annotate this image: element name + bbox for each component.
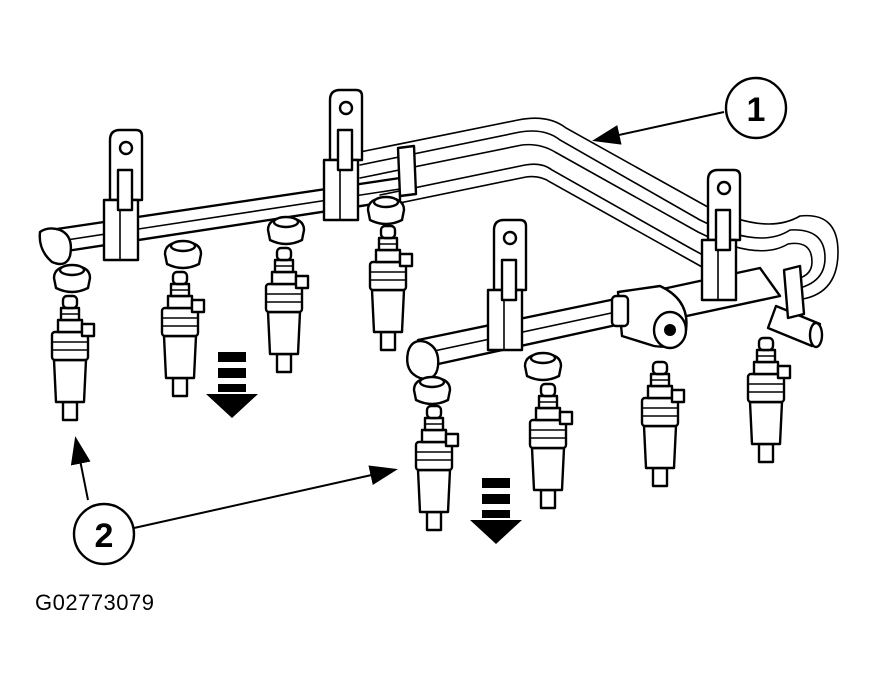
callout-1: 1 (592, 76, 788, 145)
fuel-injector-6 (528, 382, 574, 510)
bracket-3 (486, 218, 528, 352)
callout-1-label: 1 (747, 91, 766, 129)
fuel-injector-3 (264, 246, 310, 374)
fuel-injector-5 (414, 404, 460, 532)
fuel-injector-8 (746, 336, 792, 464)
down-arrow-icon (206, 352, 258, 418)
down-arrow-icon (470, 478, 522, 544)
fuel-injector-2 (160, 270, 206, 398)
rail-cup (163, 239, 203, 270)
rail-cup (266, 215, 306, 246)
fuel-injector-7 (640, 360, 686, 488)
rail-cup (366, 195, 406, 226)
bracket-2 (322, 88, 364, 222)
rail-cup (523, 351, 563, 382)
fuel-injector-1 (50, 294, 96, 422)
fuel-line-assembly (359, 117, 839, 349)
rail-cup (52, 263, 92, 294)
fuel-injector-4 (368, 224, 414, 352)
bracket-4 (700, 168, 742, 302)
bracket-1 (102, 128, 144, 262)
callout-2-label: 2 (95, 517, 114, 555)
callout-2: 2 (70, 436, 398, 566)
pressure-regulator (610, 284, 688, 350)
figure-id: G02773079 (35, 590, 155, 615)
rail-cup (412, 375, 452, 406)
